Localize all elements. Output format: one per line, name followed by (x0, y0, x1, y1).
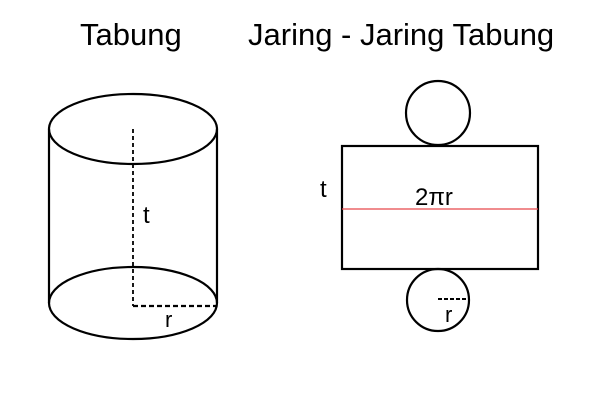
cylinder (47, 92, 219, 341)
net-height-label: t (320, 176, 327, 203)
cylinder-title: Tabung (80, 17, 182, 52)
cylinder-radius-label: r (165, 307, 172, 332)
cylinder-height-label: t (143, 202, 150, 229)
net-top-circle (404, 79, 472, 147)
cylinder-net (340, 79, 540, 333)
net-bottom-circle (405, 267, 471, 333)
net-circumference-label: 2πr (415, 184, 453, 211)
net-radius-label: r (445, 302, 452, 327)
net-title: Jaring - Jaring Tabung (248, 17, 555, 52)
